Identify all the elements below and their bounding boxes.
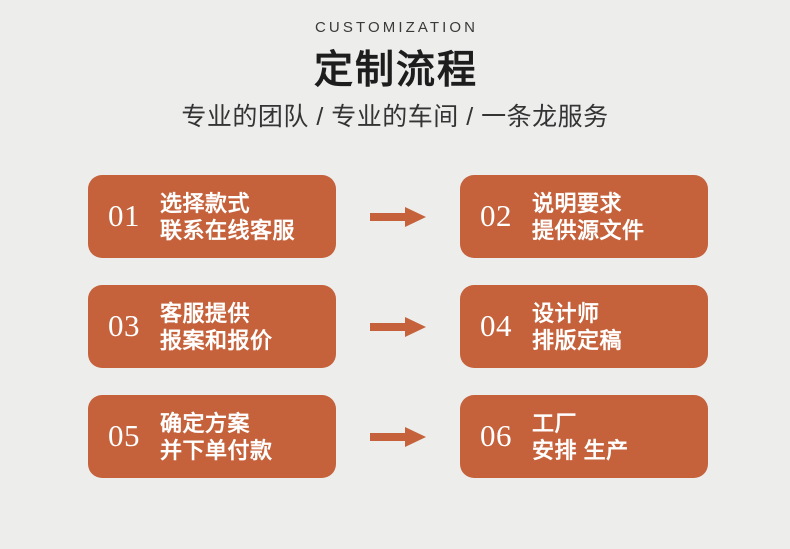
step-number-01: 01 bbox=[108, 198, 140, 233]
arrow-right-icon bbox=[370, 316, 426, 337]
arrow-shaft bbox=[370, 432, 408, 441]
step-text-05-line2: 并下单付款 bbox=[160, 437, 273, 463]
step-card-01[interactable]: 01 选择款式 联系在线客服 bbox=[88, 175, 336, 258]
step-text-06-line2: 安排 生产 bbox=[532, 437, 629, 463]
step-text-02: 说明要求 提供源文件 bbox=[532, 190, 645, 244]
page-header: CUSTOMIZATION 定制流程 专业的团队 / 专业的车间 / 一条龙服务 bbox=[0, 0, 790, 132]
step-text-03-line1: 客服提供 bbox=[160, 300, 251, 326]
arrow-cell-2 bbox=[336, 316, 460, 337]
step-text-04: 设计师 排版定稿 bbox=[532, 300, 622, 354]
step-card-04[interactable]: 04 设计师 排版定稿 bbox=[460, 285, 708, 368]
step-row-3: 05 确定方案 并下单付款 06 工厂 安排 生产 bbox=[88, 395, 708, 478]
step-text-01-line1: 选择款式 bbox=[160, 190, 251, 216]
step-text-06-line1: 工厂 bbox=[532, 410, 578, 436]
step-text-04-line1: 设计师 bbox=[532, 300, 600, 326]
page-title: 定制流程 bbox=[313, 49, 478, 92]
step-card-05[interactable]: 05 确定方案 并下单付款 bbox=[88, 395, 336, 478]
step-text-01: 选择款式 联系在线客服 bbox=[160, 190, 295, 244]
arrow-right-icon bbox=[370, 426, 426, 447]
step-text-06: 工厂 安排 生产 bbox=[532, 410, 629, 464]
arrow-cell-1 bbox=[336, 206, 460, 227]
step-text-05-line1: 确定方案 bbox=[160, 410, 251, 436]
step-number-04: 04 bbox=[480, 308, 512, 343]
step-text-01-line2: 联系在线客服 bbox=[160, 217, 296, 243]
step-card-02[interactable]: 02 说明要求 提供源文件 bbox=[460, 175, 708, 258]
arrow-cell-3 bbox=[336, 426, 460, 447]
step-text-03: 客服提供 报案和报价 bbox=[160, 300, 273, 354]
arrow-head bbox=[405, 206, 426, 227]
step-row-2: 03 客服提供 报案和报价 04 设计师 排版定稿 bbox=[88, 285, 708, 368]
eyebrow-label: CUSTOMIZATION bbox=[315, 19, 479, 36]
arrow-head bbox=[405, 426, 426, 447]
step-text-05: 确定方案 并下单付款 bbox=[160, 410, 273, 464]
step-row-1: 01 选择款式 联系在线客服 02 说明要求 提供源文件 bbox=[88, 175, 708, 258]
steps-grid: 01 选择款式 联系在线客服 02 说明要求 提供源文件 bbox=[88, 175, 708, 478]
arrow-shaft bbox=[370, 322, 408, 331]
arrow-head bbox=[405, 316, 426, 337]
arrow-right-icon bbox=[370, 206, 426, 227]
step-number-05: 05 bbox=[108, 418, 140, 453]
step-text-02-line1: 说明要求 bbox=[532, 190, 623, 216]
arrow-shaft bbox=[370, 212, 408, 221]
step-card-03[interactable]: 03 客服提供 报案和报价 bbox=[88, 285, 336, 368]
step-text-04-line2: 排版定稿 bbox=[532, 327, 623, 353]
step-text-03-line2: 报案和报价 bbox=[160, 327, 273, 353]
step-text-02-line2: 提供源文件 bbox=[532, 217, 645, 243]
step-number-06: 06 bbox=[480, 418, 512, 453]
page-subtitle: 专业的团队 / 专业的车间 / 一条龙服务 bbox=[181, 103, 609, 131]
step-number-02: 02 bbox=[480, 198, 512, 233]
step-number-03: 03 bbox=[108, 308, 140, 343]
step-card-06[interactable]: 06 工厂 安排 生产 bbox=[460, 395, 708, 478]
